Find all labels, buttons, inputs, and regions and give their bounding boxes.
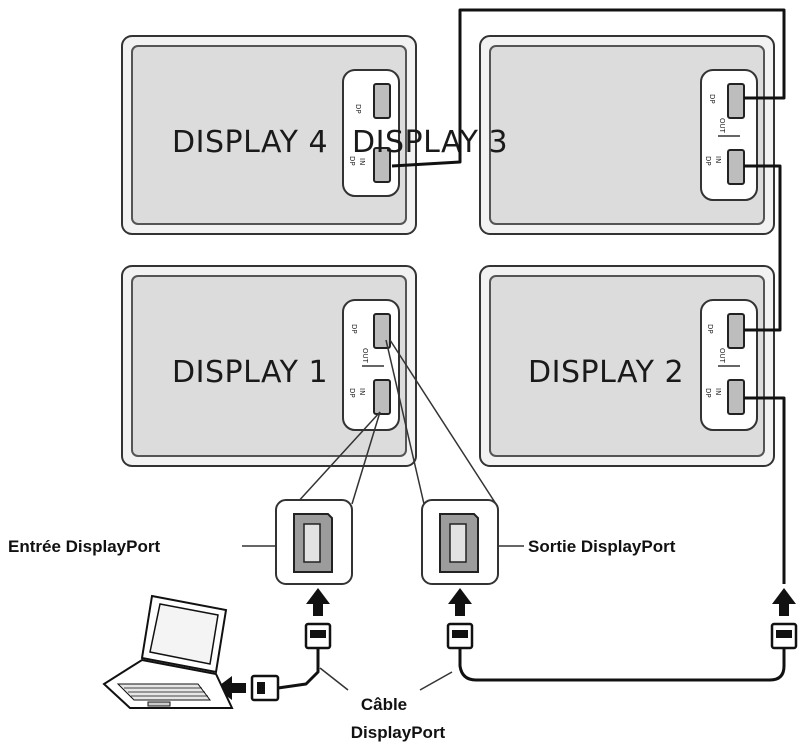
display-2-panel: DP OUT DP IN [479, 265, 775, 467]
port-label-in: IN [714, 156, 722, 163]
port-label-dp: DP [704, 156, 712, 166]
port-label-dp: DP [348, 156, 356, 166]
port-label-dp: DP [354, 104, 362, 114]
cable-display1-to-display2 [458, 648, 786, 682]
display-1-port-panel: DP OUT DP IN [342, 299, 400, 431]
displayport-plug-icon [770, 622, 798, 650]
port-label-in: IN [358, 158, 366, 165]
display-1-panel: DP OUT DP IN [121, 265, 417, 467]
port-label-out: OUT [718, 118, 726, 134]
port-label-dp: DP [704, 388, 712, 398]
input-callout-label: Entrée DisplayPort [8, 537, 160, 556]
displayport-plug-icon [304, 622, 332, 650]
dp-out-socket-icon [727, 83, 745, 119]
display-2-port-panel: DP OUT DP IN [700, 299, 758, 431]
display-4-label: DISPLAY 4 [172, 125, 328, 160]
dp-out-socket-icon [373, 313, 391, 349]
port-label-dp: DP [708, 94, 716, 104]
dp-out-socket-icon [373, 147, 391, 183]
arrow-up-icon [772, 588, 796, 616]
display-1-label: DISPLAY 1 [172, 355, 328, 390]
laptop-icon [102, 594, 234, 709]
port-label-out: OUT [361, 348, 369, 364]
display-2-label: DISPLAY 2 [528, 355, 684, 390]
arrow-up-icon [448, 588, 472, 616]
cable-to-display2-in [744, 396, 786, 584]
cable-display2-to-display3 [744, 164, 782, 332]
port-label-dp: DP [706, 324, 714, 334]
displayport-plug-icon [250, 674, 280, 702]
output-socket-callout [385, 339, 499, 585]
arrow-left-icon [216, 676, 246, 700]
port-label-out: OUT [718, 348, 726, 364]
cable-label-line2: DisplayPort [351, 723, 446, 742]
cable-laptop-to-display1 [277, 648, 320, 690]
displayport-plug-icon [446, 622, 474, 650]
dp-in-socket-icon [727, 379, 745, 415]
cable-label-line1: Câble [361, 695, 407, 714]
output-callout-label: Sortie DisplayPort [528, 537, 676, 556]
port-label-in: IN [358, 388, 366, 395]
dp-in-socket-icon [727, 149, 745, 185]
port-label-dp: DP [348, 388, 356, 398]
daisy-chain-cables [391, 8, 786, 584]
port-label-dp: DP [350, 324, 358, 334]
display-4-port-panel: DP DP IN [342, 69, 400, 197]
cable-display3-to-display4 [391, 8, 786, 168]
input-socket-callout [275, 411, 381, 585]
display-4-panel: DP DP IN [121, 35, 417, 235]
display-3-port-panel: DP OUT DP IN [700, 69, 758, 201]
display-3-label: DISPLAY 3 [352, 125, 508, 160]
dp-in-socket-icon [373, 83, 391, 119]
arrow-up-icon [306, 588, 330, 616]
display-3-panel: DP OUT DP IN [479, 35, 775, 235]
dp-out-socket-icon [727, 313, 745, 349]
dp-in-socket-icon [373, 379, 391, 415]
port-label-in: IN [714, 388, 722, 395]
